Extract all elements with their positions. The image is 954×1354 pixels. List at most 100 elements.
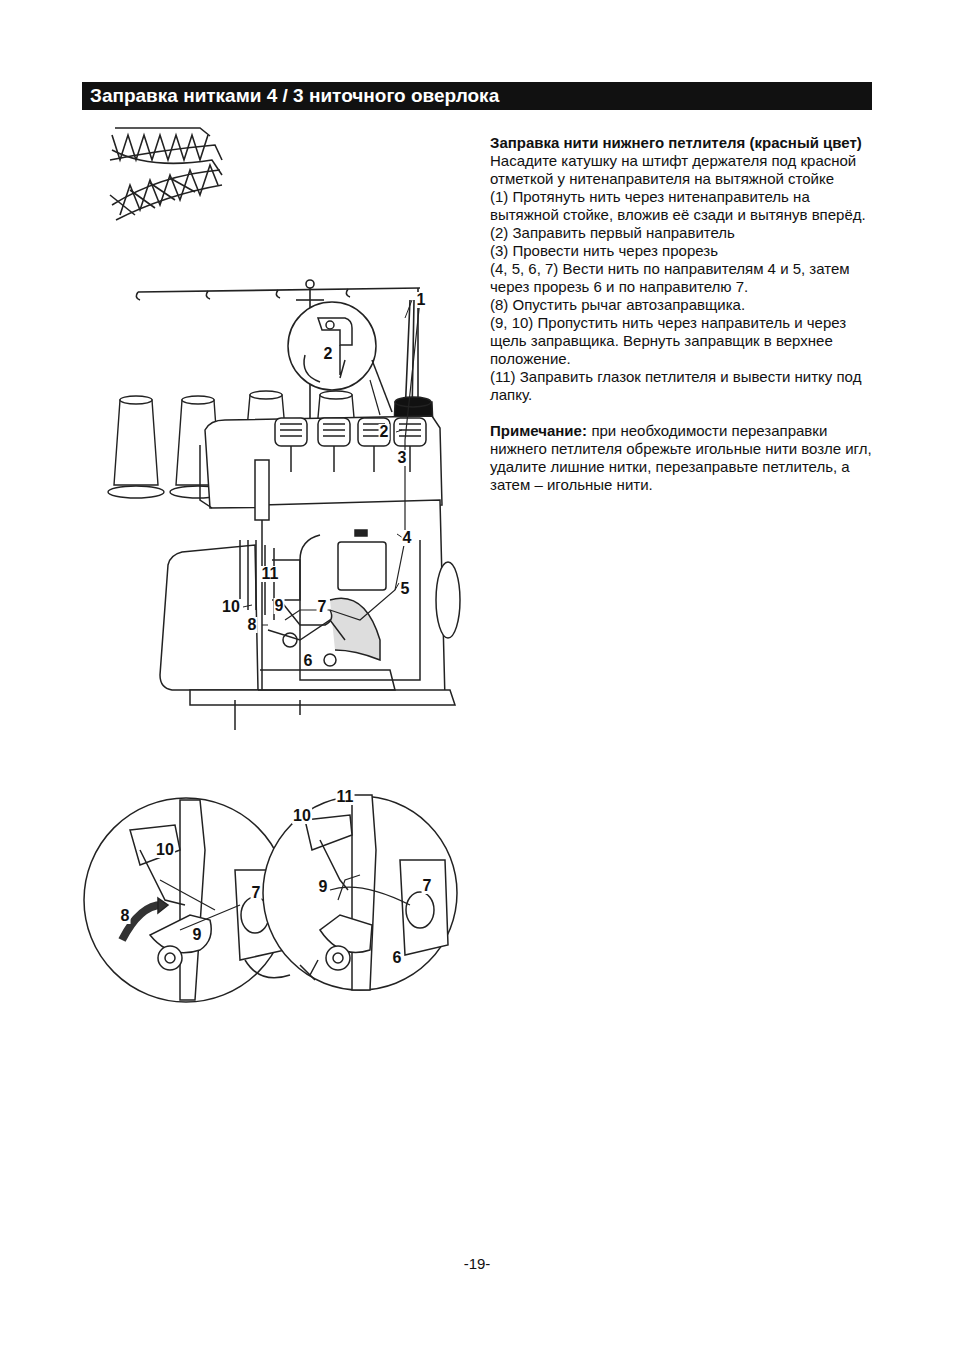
serger-body-part bbox=[318, 418, 350, 446]
stitch-sample-part bbox=[115, 128, 210, 136]
spools-part bbox=[120, 396, 152, 404]
detail-circle-right-part bbox=[338, 875, 360, 900]
callout-number: 5 bbox=[400, 581, 411, 597]
detail-circle-left-part bbox=[140, 850, 185, 905]
magnified-inset-part bbox=[288, 302, 376, 390]
magnified-inset-part bbox=[304, 355, 320, 382]
serger-body-part bbox=[160, 545, 258, 690]
detail-circle-left-part bbox=[245, 960, 290, 978]
thread-stand-part bbox=[296, 299, 324, 301]
note-heading: Примечание: bbox=[490, 422, 587, 439]
leader-lines bbox=[243, 300, 412, 625]
leader-lines-part bbox=[262, 625, 268, 626]
serger-body-part bbox=[200, 445, 212, 508]
callout-number: 2 bbox=[379, 424, 390, 440]
detail-circle-right bbox=[263, 795, 457, 990]
instruction-text: (2) Заправить первый направитель bbox=[490, 224, 880, 242]
detail-circle-left-part bbox=[84, 798, 288, 1002]
instruction-text: (9, 10) Пропустить нить через направител… bbox=[490, 314, 880, 368]
callout-number: 7 bbox=[251, 885, 262, 901]
magnified-inset-part bbox=[340, 345, 345, 378]
serger-body-part bbox=[291, 446, 410, 472]
thread-stand-part bbox=[306, 280, 314, 288]
spools-part bbox=[108, 486, 164, 498]
callout-number: 7 bbox=[317, 599, 328, 615]
stitch-sample-part bbox=[116, 185, 222, 220]
detail-circle-left-part bbox=[165, 953, 175, 963]
serger-body-part bbox=[275, 418, 307, 446]
callout-number: 7 bbox=[422, 878, 433, 894]
thread-path-part bbox=[285, 300, 420, 620]
serger-body-part bbox=[436, 562, 460, 638]
instruction-text: (8) Опустить рычаг автозаправщика. bbox=[490, 296, 880, 314]
thread-path bbox=[285, 300, 420, 620]
stitch-sample bbox=[110, 128, 222, 220]
serger-body-part bbox=[358, 418, 390, 446]
detail-circle-right-part bbox=[305, 815, 352, 850]
serger-body bbox=[160, 416, 460, 730]
section-title: Заправка нитками 4 / 3 ниточного оверлок… bbox=[82, 82, 872, 110]
thread-stand-part bbox=[136, 289, 350, 300]
detail-circle-left-part bbox=[158, 946, 182, 970]
spools-part bbox=[395, 397, 431, 407]
callout-number: 10 bbox=[221, 599, 241, 615]
detail-circle-left-part bbox=[158, 898, 168, 913]
page-number: -19- bbox=[464, 1255, 491, 1272]
callout-number: 9 bbox=[192, 927, 203, 943]
callout-number: 8 bbox=[247, 617, 258, 633]
serger-body-part bbox=[394, 418, 426, 446]
callout-number: 11 bbox=[261, 566, 280, 582]
detail-circle-left-part bbox=[130, 825, 180, 865]
callout-number: 9 bbox=[274, 598, 285, 614]
detail-circle-left bbox=[84, 798, 290, 1002]
serger-body-part bbox=[258, 670, 395, 690]
leader-lines-part bbox=[396, 430, 402, 432]
thread-path-part bbox=[370, 380, 380, 415]
magnified-inset bbox=[288, 302, 392, 412]
detail-circle-right-part bbox=[300, 960, 318, 980]
serger-body-part bbox=[280, 424, 421, 436]
magnified-inset-part bbox=[372, 360, 392, 412]
serger-body-part bbox=[255, 460, 269, 520]
callout-number: 10 bbox=[292, 808, 312, 824]
detail-circle-left-part bbox=[160, 880, 240, 930]
leader-lines-part bbox=[405, 300, 412, 318]
detail-circle-right-part bbox=[320, 915, 372, 953]
serger-body-part bbox=[235, 700, 300, 730]
callout-number: 1 bbox=[416, 292, 427, 308]
thread-stand-part bbox=[138, 288, 420, 292]
callout-number: 6 bbox=[392, 950, 403, 966]
stitch-sample-part bbox=[110, 178, 195, 215]
serger-body-part bbox=[280, 600, 332, 625]
detail-circle-right-part bbox=[400, 860, 448, 955]
instruction-text: (1) Протянуть нить через нитенаправитель… bbox=[490, 188, 880, 224]
magnified-inset-part bbox=[318, 318, 352, 345]
callout-number: 2 bbox=[323, 346, 334, 362]
note-paragraph: Примечание:при необходимости перезаправк… bbox=[490, 422, 880, 494]
detail-circle-right-part bbox=[263, 796, 457, 990]
instruction-text: (11) Заправить глазок петлителя и вывест… bbox=[490, 368, 880, 404]
leader-lines-part bbox=[243, 605, 252, 607]
serger-body-part bbox=[190, 690, 455, 705]
spools-part bbox=[114, 400, 158, 485]
leader-lines-part bbox=[395, 583, 399, 590]
detail-circle-right-part bbox=[406, 892, 434, 928]
instruction-text: Насадите катушку на штифт держателя под … bbox=[490, 152, 880, 188]
callout-number: 10 bbox=[155, 842, 175, 858]
callout-number: 3 bbox=[397, 450, 408, 466]
serger-body-part bbox=[355, 530, 367, 536]
serger-body-part bbox=[338, 542, 386, 590]
section-heading: Заправка нити нижнего петлителя (красный… bbox=[490, 134, 880, 152]
serger-body-part bbox=[262, 500, 445, 702]
title-band: Заправка нитками 4 / 3 ниточного оверлок… bbox=[82, 82, 872, 110]
text-column: Заправка нити нижнего петлителя (красный… bbox=[490, 134, 880, 494]
serger-body-part bbox=[324, 654, 336, 666]
spools-part bbox=[250, 391, 282, 399]
detail-circle-left-part bbox=[180, 800, 205, 1000]
instruction-text: (3) Провести нить через прорезь bbox=[490, 242, 880, 260]
stitch-sample-part bbox=[110, 145, 222, 160]
serger-body-part bbox=[268, 620, 345, 640]
spools-part bbox=[182, 396, 214, 404]
callout-number: 8 bbox=[120, 908, 131, 924]
